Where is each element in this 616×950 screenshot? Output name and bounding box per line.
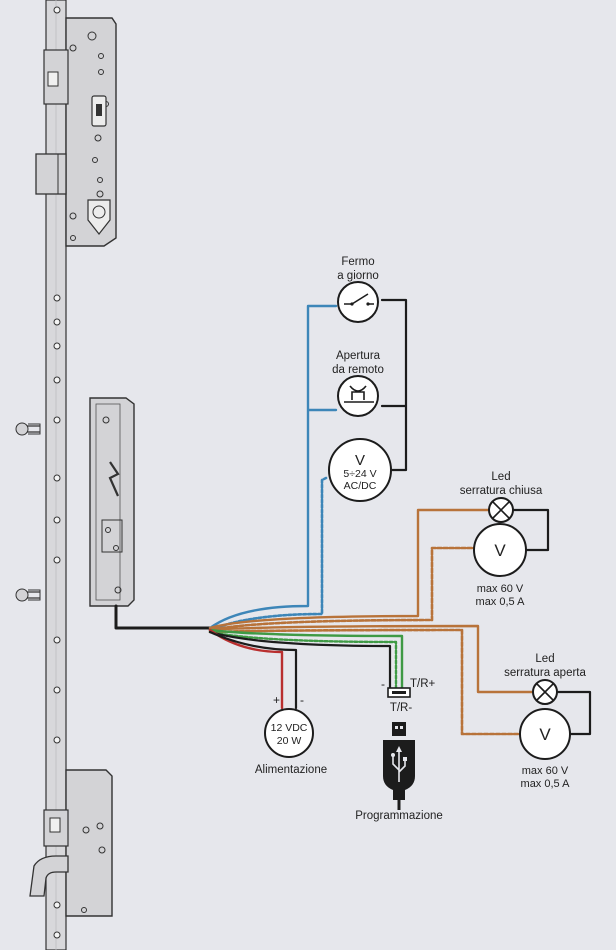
programmazione-caption: Programmazione	[355, 810, 443, 822]
upper-lock-case	[35, 17, 117, 247]
fermo-switch	[337, 281, 379, 323]
apertura-label-line1: Apertura	[336, 350, 381, 362]
power-supply-line1: 12 VDC	[271, 722, 308, 734]
meter-chiusa-line2: max 0,5 A	[476, 596, 526, 608]
prog-tr-minus-label: T/R-	[390, 702, 413, 714]
prog-minus-label: -	[381, 677, 385, 691]
power-supply: 12 VDC 20 W	[264, 708, 314, 758]
usb-plug-icon	[383, 722, 415, 810]
fermo-label-line2: a giorno	[337, 270, 379, 282]
multipoint-lock-hardware	[15, 0, 135, 950]
wire-orange-aperta	[208, 624, 534, 694]
fermo-label-line1: Fermo	[341, 256, 374, 268]
wire-black-power	[208, 630, 298, 710]
led-aperta-label-line2: serratura aperta	[504, 667, 586, 679]
led-chiusa-label-line1: Led	[491, 471, 510, 483]
led-chiusa-label-line2: serratura chiusa	[460, 485, 543, 497]
wire-orange-striped-chiusa	[208, 546, 476, 632]
alimentazione-caption: Alimentazione	[255, 764, 327, 776]
power-plus-label: +	[273, 693, 280, 707]
apertura-label-line2: da remoto	[332, 364, 384, 376]
motor-module	[89, 397, 135, 607]
wire-black-common	[380, 298, 408, 472]
striker-pin-upper	[15, 422, 41, 436]
wire-black-chiusa	[512, 508, 550, 552]
wire-green	[208, 628, 404, 690]
voltage-input-line1: 5÷24 V	[343, 468, 376, 480]
meter-chiusa-symbol: V	[494, 541, 506, 560]
prog-tr-plus-label: T/R+	[410, 678, 436, 690]
wire-black-aperta	[556, 690, 592, 736]
voltage-input-line2: AC/DC	[344, 480, 377, 492]
meter-aperta-symbol: V	[539, 725, 551, 744]
led-chiusa-lamp	[488, 497, 514, 523]
wire-orange-chiusa	[208, 508, 490, 630]
meter-aperta: V	[519, 708, 571, 760]
meter-aperta-line1: max 60 V	[522, 765, 569, 777]
programming-connector	[387, 687, 411, 698]
power-minus-label: -	[300, 693, 304, 707]
power-supply-line2: 20 W	[277, 735, 302, 747]
wire-green-striped	[208, 630, 398, 690]
led-aperta-lamp	[532, 679, 558, 705]
meter-chiusa-line1: max 60 V	[477, 583, 524, 595]
meter-chiusa: V	[473, 523, 527, 577]
voltage-input: V 5÷24 V AC/DC	[328, 438, 392, 502]
voltage-input-symbol: V	[355, 452, 365, 469]
wire-black-prog	[208, 630, 392, 690]
wiring	[114, 298, 592, 736]
wire-bundle-cable	[114, 604, 212, 630]
apertura-pushbutton	[337, 375, 379, 417]
striker-pin-lower	[15, 588, 41, 602]
wire-blue	[208, 304, 338, 630]
meter-aperta-line2: max 0,5 A	[521, 778, 571, 790]
led-aperta-label-line1: Led	[535, 653, 554, 665]
lower-lock-case	[29, 769, 113, 917]
